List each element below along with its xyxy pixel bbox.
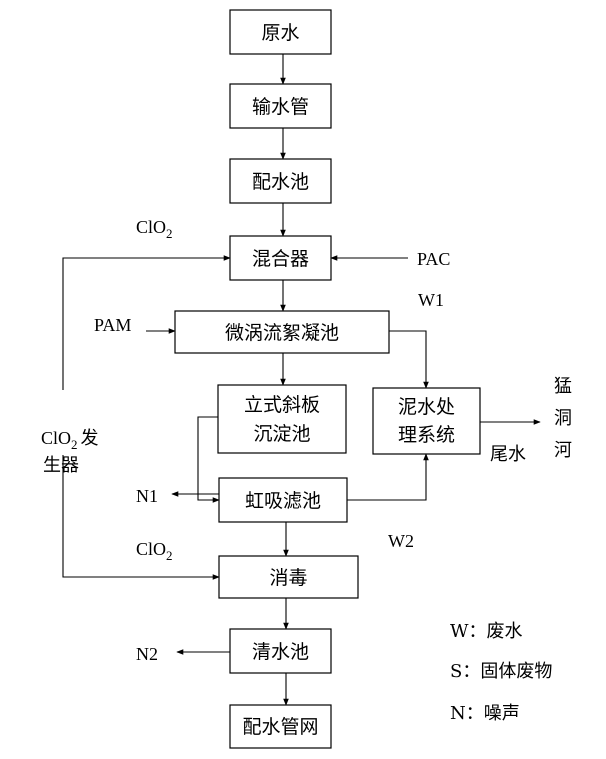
clo2-feed-to-disinfection	[62, 455, 220, 580]
sludge-system-label-2: 理系统	[398, 424, 455, 446]
sludge-system-box	[372, 387, 481, 455]
sediment-tank-label-1: 立式斜板	[244, 394, 320, 416]
river-label-1: 猛	[554, 376, 572, 397]
flocculation-box	[174, 310, 390, 354]
raw-water-label: 原水	[261, 22, 299, 44]
mixer-label: 混合器	[252, 248, 309, 270]
raw-water-box	[229, 9, 332, 55]
distribution-network-box	[229, 704, 332, 749]
siphon-filter-box	[218, 477, 348, 523]
legend-item-wastewater: W：废水	[450, 621, 523, 642]
clo2-feed-to-mixer	[62, 255, 231, 390]
pam-label: PAM	[94, 315, 131, 335]
distribution-network-label: 配水管网	[242, 716, 318, 738]
clear-water-tank-label: 清水池	[252, 641, 309, 663]
clo2-top-label: ClO2	[136, 217, 173, 241]
tail-water-label: 尾水	[490, 444, 526, 465]
w1-flow-line	[389, 330, 429, 389]
disinfection-label: 消毒	[269, 567, 307, 589]
pac-label: PAC	[417, 249, 450, 269]
river-label-2: 洞	[554, 408, 572, 429]
w2-flow-line	[347, 453, 429, 501]
siphon-filter-label: 虹吸滤池	[245, 490, 321, 512]
legend-item-noise: N：噪声	[450, 703, 520, 724]
pipeline-label: 输水管	[252, 96, 309, 118]
distribution-tank-label: 配水池	[252, 171, 309, 193]
flocculation-label: 微涡流絮凝池	[225, 322, 339, 344]
clear-water-tank-box	[229, 628, 332, 674]
sludge-system-label-1: 泥水处	[398, 396, 455, 418]
clo2-middle-label: ClO2	[136, 539, 173, 563]
n1-label: N1	[136, 486, 158, 506]
pipeline-box	[229, 83, 332, 129]
sediment-to-filter-line	[197, 416, 220, 503]
sediment-tank-label-2: 沉淀池	[253, 423, 310, 445]
legend-item-solid-waste: S：固体废物	[450, 661, 552, 682]
n2-label: N2	[136, 644, 158, 664]
clo2-generator-label-2: 生器	[43, 455, 79, 476]
w2-label: W2	[388, 531, 414, 551]
river-label-3: 河	[554, 440, 572, 461]
sediment-tank-box	[217, 384, 347, 454]
w1-label: W1	[418, 290, 444, 310]
